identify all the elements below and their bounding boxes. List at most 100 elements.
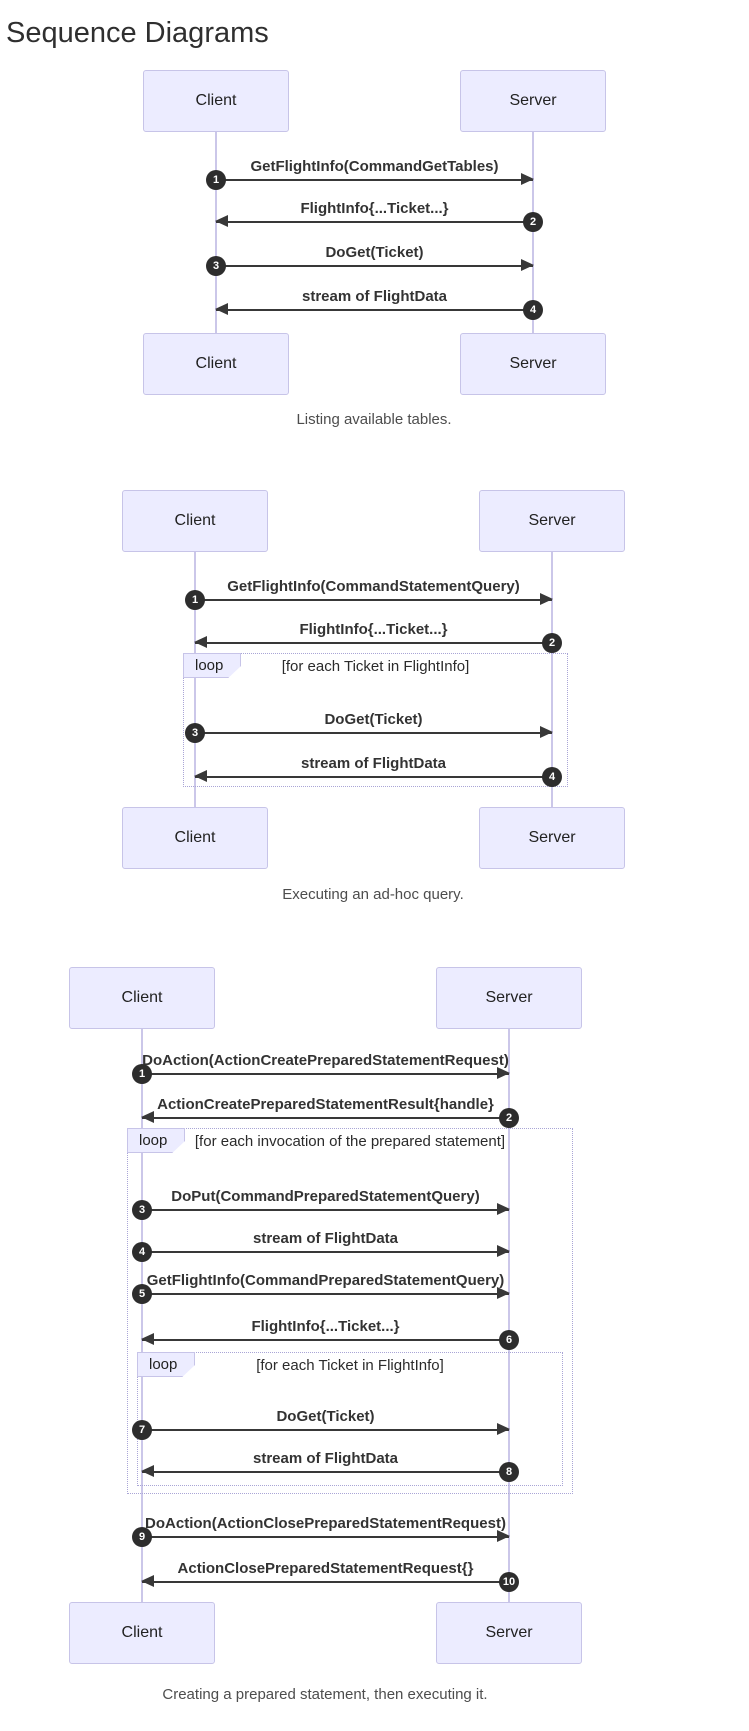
actor-label: Server (485, 1624, 533, 1641)
actor-box-client-bottom: Client (122, 807, 268, 869)
arrowhead-right-icon (540, 593, 553, 605)
message-line (142, 1471, 509, 1473)
lifeline-server (508, 1029, 510, 1602)
sequence-number-badge: 10 (499, 1572, 519, 1592)
sequence-number-badge: 7 (132, 1420, 152, 1440)
loop-label-tag: loop (127, 1128, 185, 1153)
arrowhead-left-icon (215, 303, 228, 315)
arrowhead-right-icon (497, 1530, 510, 1542)
actor-box-server-bottom: Server (479, 807, 625, 869)
message-label: GetFlightInfo(CommandGetTables) (250, 158, 499, 175)
sequence-number-badge: 2 (542, 633, 562, 653)
diagram-caption: Executing an ad-hoc query. (282, 886, 464, 903)
arrowhead-right-icon (497, 1245, 510, 1257)
actor-box-client-bottom: Client (143, 333, 289, 395)
message-line (195, 642, 552, 644)
message-line (216, 221, 533, 223)
actor-box-server-top: Server (436, 967, 582, 1029)
message-label: DoGet(Ticket) (325, 244, 424, 261)
actor-label: Client (195, 92, 237, 109)
actor-label: Client (121, 1624, 163, 1641)
message-label: ActionClosePreparedStatementRequest{} (177, 1560, 474, 1577)
message-label: stream of FlightData (252, 1230, 399, 1247)
sequence-number-badge: 3 (185, 723, 205, 743)
message-line (142, 1251, 509, 1253)
actor-label: Server (485, 989, 533, 1006)
lifeline-client (141, 1029, 143, 1602)
sequence-number-badge: 4 (542, 767, 562, 787)
message-line (142, 1429, 509, 1431)
message-line (142, 1339, 509, 1341)
actor-box-server-bottom: Server (436, 1602, 582, 1664)
sequence-number-badge: 2 (523, 212, 543, 232)
message-line (142, 1073, 509, 1075)
arrowhead-right-icon (521, 259, 534, 271)
message-line (216, 265, 533, 267)
message-line (142, 1209, 509, 1211)
arrowhead-right-icon (497, 1203, 510, 1215)
loop-frame-inner: loop [for each Ticket in FlightInfo] (137, 1352, 563, 1486)
arrowhead-right-icon (540, 726, 553, 738)
loop-label-tag: loop (137, 1352, 195, 1377)
arrowhead-right-icon (521, 173, 534, 185)
actor-label: Server (509, 92, 557, 109)
arrowhead-right-icon (497, 1067, 510, 1079)
loop-condition: [for each Ticket in FlightInfo] (256, 1357, 444, 1374)
arrowhead-right-icon (497, 1423, 510, 1435)
arrowhead-left-icon (194, 770, 207, 782)
actor-box-client-top: Client (122, 490, 268, 552)
sequence-number-badge: 5 (132, 1284, 152, 1304)
arrowhead-left-icon (215, 215, 228, 227)
message-line (195, 599, 552, 601)
actor-label: Server (509, 355, 557, 372)
actor-label: Client (174, 512, 216, 529)
sequence-number-badge: 8 (499, 1462, 519, 1482)
loop-label-tag: loop (183, 653, 241, 678)
message-label: DoAction(ActionClosePreparedStatementReq… (145, 1515, 506, 1532)
message-label: ActionCreatePreparedStatementResult{hand… (157, 1096, 494, 1113)
message-line (142, 1581, 509, 1583)
message-label: FlightInfo{...Ticket...} (299, 621, 448, 638)
actor-label: Client (174, 829, 216, 846)
loop-frame-outer: loop [for each invocation of the prepare… (127, 1128, 573, 1494)
lifeline-client (215, 132, 217, 333)
arrowhead-left-icon (141, 1333, 154, 1345)
lifeline-client (194, 552, 196, 807)
actor-label: Server (528, 512, 576, 529)
message-line (195, 732, 552, 734)
sequence-number-badge: 9 (132, 1527, 152, 1547)
message-label: FlightInfo{...Ticket...} (300, 200, 449, 217)
sequence-number-badge: 4 (132, 1242, 152, 1262)
message-label: stream of FlightData (252, 1450, 399, 1467)
message-line (216, 179, 533, 181)
message-line (195, 776, 552, 778)
loop-condition: [for each Ticket in FlightInfo] (281, 658, 470, 675)
arrowhead-left-icon (194, 636, 207, 648)
message-label: DoGet(Ticket) (276, 1408, 375, 1425)
sequence-number-badge: 1 (206, 170, 226, 190)
lifeline-server (532, 132, 534, 333)
sequence-number-badge: 1 (132, 1064, 152, 1084)
message-line (216, 309, 533, 311)
actor-box-server-top: Server (460, 70, 606, 132)
message-label: stream of FlightData (301, 288, 448, 305)
sequence-number-badge: 4 (523, 300, 543, 320)
arrowhead-left-icon (141, 1111, 154, 1123)
actor-box-server-top: Server (479, 490, 625, 552)
message-label: stream of FlightData (300, 755, 447, 772)
actor-box-client-bottom: Client (69, 1602, 215, 1664)
actor-box-server-bottom: Server (460, 333, 606, 395)
sequence-number-badge: 3 (206, 256, 226, 276)
actor-label: Server (528, 829, 576, 846)
actor-label: Client (121, 989, 163, 1006)
loop-condition: [for each invocation of the prepared sta… (194, 1133, 506, 1150)
sequence-number-badge: 2 (499, 1108, 519, 1128)
arrowhead-left-icon (141, 1575, 154, 1587)
message-label: DoPut(CommandPreparedStatementQuery) (171, 1188, 480, 1205)
message-line (142, 1536, 509, 1538)
message-line (142, 1293, 509, 1295)
actor-box-client-top: Client (69, 967, 215, 1029)
sequence-number-badge: 6 (499, 1330, 519, 1350)
actor-label: Client (195, 355, 237, 372)
